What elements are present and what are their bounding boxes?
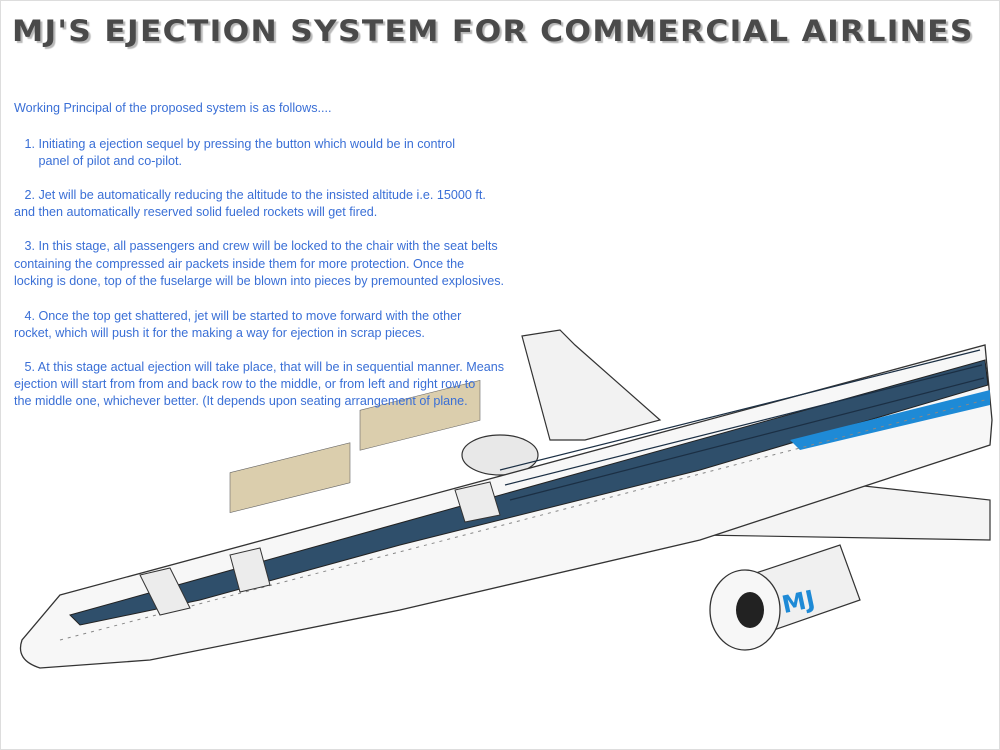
- cabin-floor: [69, 359, 989, 626]
- step-2-line-2: and then automatically reserved solid fu…: [14, 205, 378, 219]
- step-2-line-1: 2. Jet will be automatically reducing th…: [14, 188, 486, 202]
- slide-title: MJ'S EJECTION SYSTEM FOR COMMERCIAL AIRL…: [12, 14, 974, 48]
- step-3-line-3: locking is done, top of the fuselarge wi…: [14, 274, 505, 288]
- tail-fin: [521, 329, 662, 441]
- step-1-line-1: 1. Initiating a ejection sequel by press…: [14, 137, 456, 151]
- intro-text: Working Principal of the proposed system…: [14, 101, 332, 115]
- economy-seats: [499, 349, 985, 501]
- step-3-line-2: containing the compressed air packets in…: [14, 257, 465, 271]
- step-5-line-3: the middle one, whichever better. (It de…: [14, 394, 468, 408]
- step-5-line-2: ejection will start from from and back r…: [14, 377, 476, 391]
- cabin-partitions: [139, 481, 501, 616]
- step-4-line-2: rocket, which will push it for the makin…: [14, 326, 425, 340]
- step-5-line-1: 5. At this stage actual ejection will ta…: [14, 360, 505, 374]
- step-3-line-1: 3. In this stage, all passengers and cre…: [14, 239, 498, 253]
- step-4-line-1: 4. Once the top get shattered, jet will …: [14, 309, 462, 323]
- fuselage-stripe: [790, 390, 990, 450]
- front-engine: [709, 544, 861, 651]
- seat-rows: [229, 379, 481, 514]
- step-1-line-2: panel of pilot and co-pilot.: [14, 154, 183, 168]
